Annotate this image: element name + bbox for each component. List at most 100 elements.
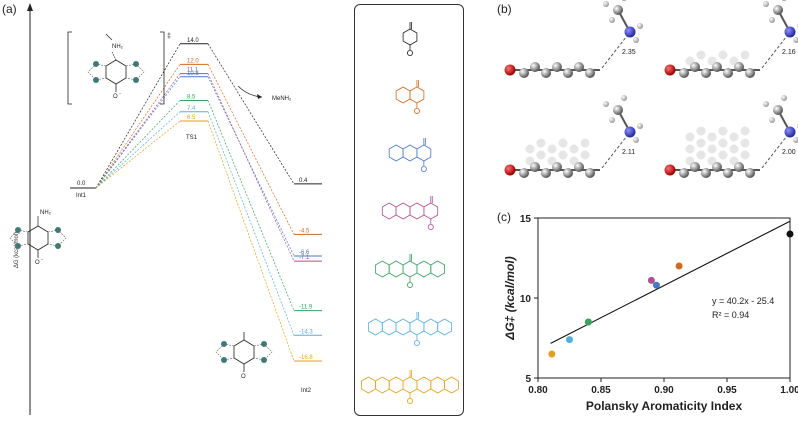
carbon-atom xyxy=(701,168,711,178)
product-value-3: -7.1 xyxy=(299,255,310,261)
legend-molecule-5 xyxy=(367,312,452,346)
svg-text:−: − xyxy=(119,91,122,96)
back-atom xyxy=(740,126,750,136)
data-point-0 xyxy=(548,350,556,358)
product-connector-3 xyxy=(207,73,295,262)
ts-value-5: 7.4 xyxy=(187,106,196,112)
ts-value-2: 11.1 xyxy=(187,68,199,74)
back-atom xyxy=(740,150,750,160)
x-tick-label-4: 1.00 xyxy=(780,385,798,396)
legend-ring xyxy=(416,260,432,278)
structure-3d-0: 2.35 xyxy=(504,0,643,78)
carbon-atom xyxy=(541,168,551,178)
ts-connector-6 xyxy=(95,120,181,189)
menh2-arrowhead xyxy=(257,94,262,99)
x-tick-label-2: 0.90 xyxy=(654,385,674,396)
back-atom xyxy=(740,50,750,60)
product-connector-0 xyxy=(207,43,295,185)
legend-ring xyxy=(409,86,425,104)
panel-b-label: (b) xyxy=(497,2,512,16)
legend-ring xyxy=(423,202,439,220)
methyl-carbon xyxy=(773,5,783,15)
legend-ring xyxy=(374,376,390,394)
data-point-3 xyxy=(647,276,655,284)
svg-text:O: O xyxy=(113,94,118,100)
panel-c-label: (c) xyxy=(497,210,511,224)
ts-value-4: 8.5 xyxy=(187,94,196,100)
legend-ring xyxy=(395,202,411,220)
methyl-carbon xyxy=(773,105,783,115)
product-value-4: -11.9 xyxy=(299,305,313,311)
int1-label: Int1 xyxy=(76,193,87,199)
carbon-atom xyxy=(563,68,573,78)
back-atom xyxy=(718,138,728,148)
legend-ring xyxy=(381,318,397,336)
oxygen-atom xyxy=(504,164,516,176)
back-atom xyxy=(536,138,546,148)
legend-ring xyxy=(361,376,376,394)
legend-ring xyxy=(388,144,404,162)
carbon-atom xyxy=(519,68,529,78)
ts-value-0: 14.0 xyxy=(187,38,199,44)
energy-diagram: ΔG (kcal/mol) 0.0 Int1 14.012.011.110.88… xyxy=(9,3,322,415)
hydrogen-atom xyxy=(763,1,769,7)
back-atom xyxy=(696,126,706,136)
legend-oxygen xyxy=(420,165,427,172)
ts-label: TS1 xyxy=(186,135,198,141)
legend-ring xyxy=(409,202,425,220)
svg-text:O: O xyxy=(35,260,40,266)
hydrogen-atom xyxy=(763,101,769,107)
legend-molecule-4 xyxy=(374,254,445,288)
x-tick-label-0: 0.80 xyxy=(528,385,548,396)
product-connector-2 xyxy=(207,76,295,257)
svg-text:−: − xyxy=(41,257,44,262)
back-atom xyxy=(707,144,717,154)
legend-oxygen xyxy=(427,223,434,230)
back-atom xyxy=(696,50,706,60)
fit-equation: y = 40.2x - 25.4 xyxy=(712,296,774,306)
carbon-atom xyxy=(563,168,573,178)
carbon-atom xyxy=(530,62,540,72)
legend-molecule-3 xyxy=(381,196,439,230)
forming-bond xyxy=(601,131,631,169)
ts-value-6: 6.5 xyxy=(187,115,196,121)
distance-label-0: 2.35 xyxy=(622,49,636,56)
back-atom xyxy=(740,138,750,148)
hydrogen-atom xyxy=(603,101,609,107)
carbon-atom xyxy=(552,62,562,72)
hydrogen-atom xyxy=(637,23,643,29)
y-axis-label: ΔG‡ (kcal/mol) xyxy=(503,256,517,340)
distance-label-2: 2.11 xyxy=(622,149,635,156)
int1-structure: NH₂ O − xyxy=(9,210,67,266)
energy-axis-arrow xyxy=(27,3,33,11)
legend-ring xyxy=(430,260,445,278)
forming-bond xyxy=(761,131,791,169)
ts-connector-1 xyxy=(95,64,181,189)
data-point-6 xyxy=(786,230,794,238)
hydrogen-atom xyxy=(621,0,627,1)
legend-ring xyxy=(388,376,404,394)
legend-ring xyxy=(381,202,397,220)
back-atom xyxy=(569,144,579,154)
carbon-atom xyxy=(679,68,689,78)
ts-connector-4 xyxy=(95,100,181,189)
menh2-label: MeNH₂ xyxy=(272,96,292,102)
legend-ring xyxy=(416,144,432,162)
int2-structure: O xyxy=(215,332,273,380)
ts-level-group: 14.012.011.110.88.57.46.5 xyxy=(95,38,208,189)
legend-ring xyxy=(395,318,411,336)
ts-amine-label: NH₂ xyxy=(112,44,124,50)
product-value-6: -16.8 xyxy=(299,355,313,361)
oxygen-atom xyxy=(504,64,516,76)
legend-ring xyxy=(409,318,425,336)
distance-label-3: 2.00 xyxy=(782,149,796,156)
methyl-carbon xyxy=(613,105,623,115)
hydrogen-atom xyxy=(621,95,627,101)
carbon-atom xyxy=(574,162,584,172)
back-atom xyxy=(525,144,535,154)
y-tick-label-1: 10 xyxy=(520,294,532,305)
carbon-atom xyxy=(690,62,700,72)
int1-amine-label: NH₂ xyxy=(40,210,52,216)
fit-line xyxy=(550,220,791,344)
